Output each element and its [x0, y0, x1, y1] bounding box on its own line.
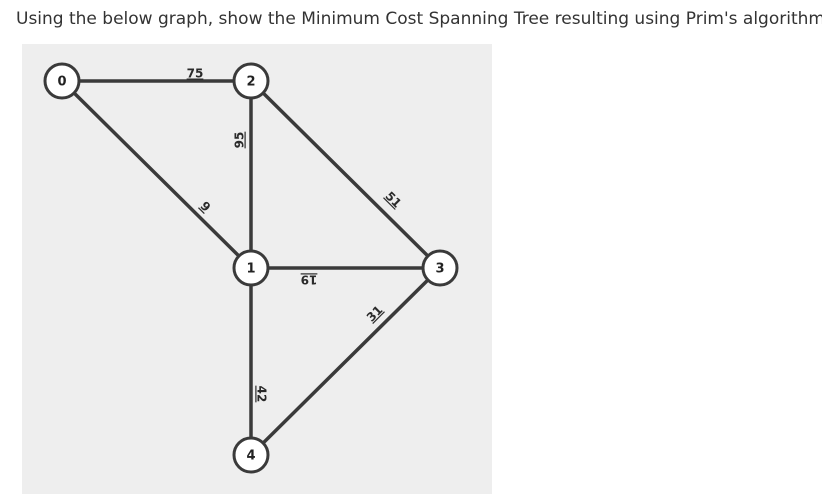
node-circle-0: [43, 62, 81, 100]
question-text: Using the below graph, show the Minimum …: [16, 9, 822, 29]
node-1: 1: [232, 249, 270, 287]
edge-2-3: [249, 79, 442, 270]
edge-weight-2-3: 51: [382, 189, 404, 211]
node-label-4: 4: [246, 449, 255, 464]
edge-weight-0-1: 9: [197, 199, 213, 215]
edge-3-4: [249, 266, 442, 457]
node-circle-3: [421, 249, 459, 287]
edge-weight-3-4: 31: [364, 303, 386, 325]
node-2: 2: [232, 62, 270, 100]
node-label-3: 3: [435, 262, 444, 277]
edge-weight-0-2: 75: [187, 67, 204, 81]
node-3: 3: [421, 249, 459, 287]
edge-weight-1-4: 42: [255, 386, 269, 403]
edge-0-1: [60, 79, 253, 270]
edges-layer: [60, 79, 442, 457]
node-circle-1: [232, 249, 270, 287]
node-label-1: 1: [246, 262, 255, 277]
node-circle-2: [232, 62, 270, 100]
node-circle-4: [232, 436, 270, 474]
node-0: 0: [43, 62, 81, 100]
node-label-2: 2: [246, 75, 255, 90]
node-4: 4: [232, 436, 270, 474]
edge-weight-2-1: 95: [233, 132, 247, 149]
node-label-0: 0: [57, 75, 66, 90]
edge-weight-1-3: 19: [301, 273, 318, 287]
nodes-layer: 0 1 2 3 4: [43, 62, 459, 474]
